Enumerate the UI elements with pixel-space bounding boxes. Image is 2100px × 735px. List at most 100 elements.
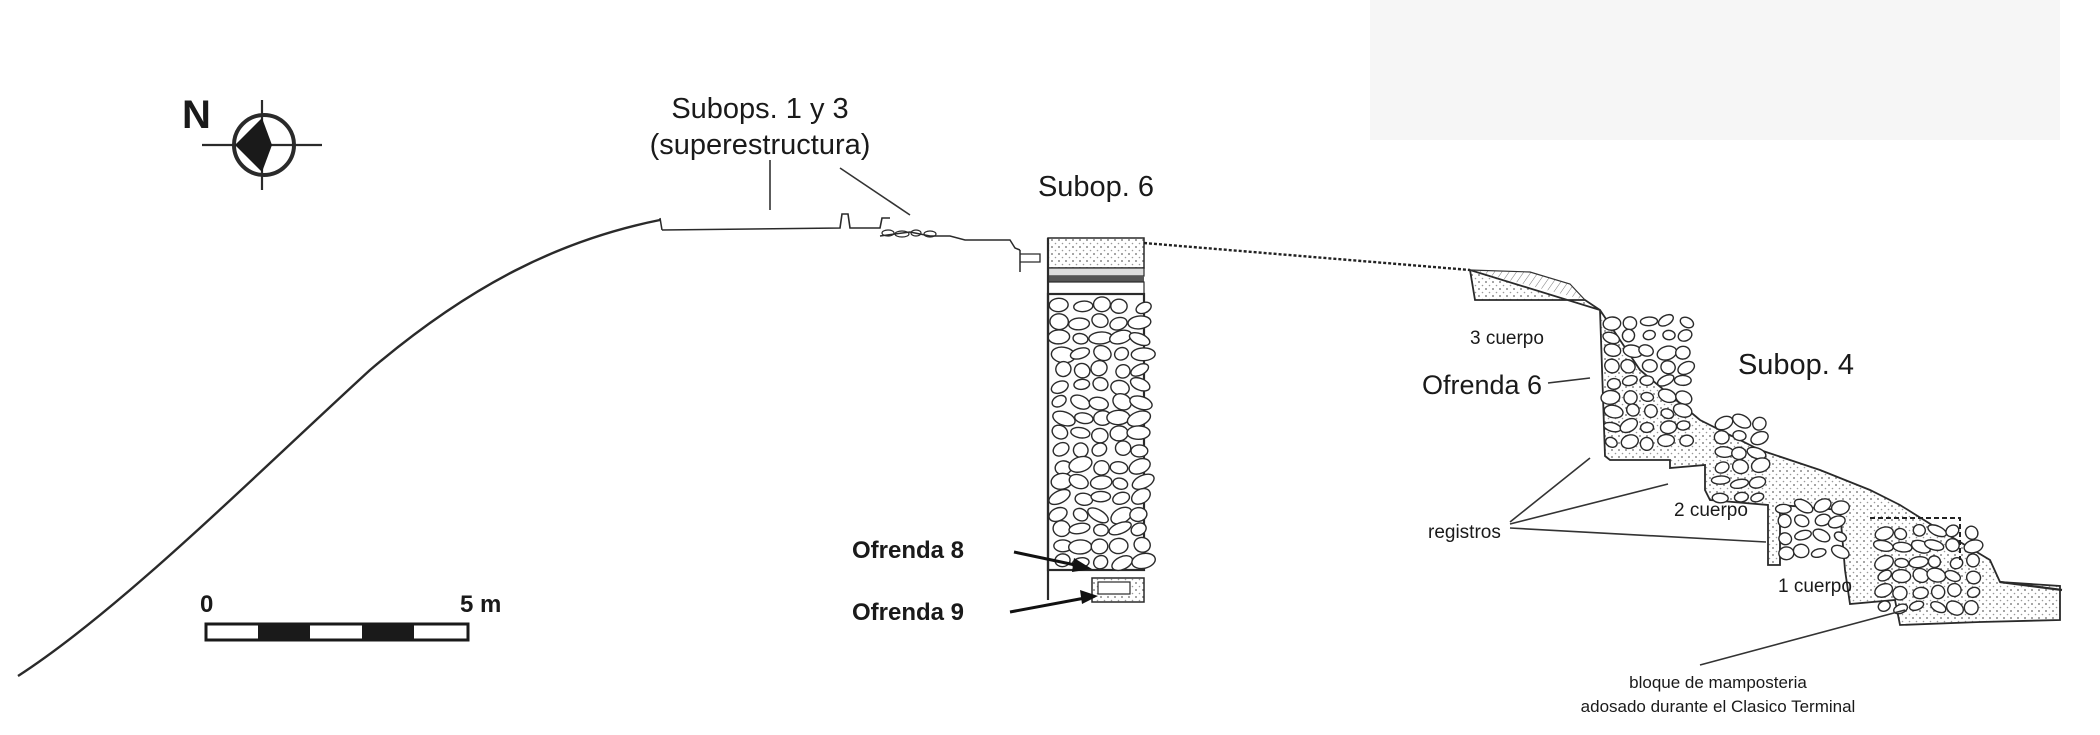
- arrow-ofrenda-9: [1009, 590, 1098, 614]
- stone: [1130, 363, 1150, 377]
- leader-registros-2: [1509, 483, 1669, 525]
- stone: [1047, 329, 1071, 345]
- stone: [1966, 586, 1981, 599]
- stone: [1051, 394, 1067, 408]
- stone: [1963, 599, 1979, 616]
- stone: [1750, 492, 1765, 503]
- stone: [1713, 430, 1730, 445]
- stone: [1602, 331, 1621, 345]
- stone: [1090, 490, 1112, 503]
- subop-4-trench: [1468, 268, 2063, 626]
- stone: [1620, 434, 1639, 450]
- stone: [1965, 570, 1982, 585]
- stone: [1048, 297, 1069, 313]
- stone: [1128, 457, 1151, 475]
- label-subop-4: Subop. 4: [1738, 349, 1854, 381]
- stone: [1672, 403, 1693, 418]
- stone: [1126, 425, 1151, 441]
- stone: [1115, 363, 1131, 379]
- stone: [1874, 526, 1894, 541]
- label-ofrenda-8: Ofrenda 8: [852, 537, 964, 564]
- stone: [1068, 522, 1091, 535]
- stone: [1606, 377, 1622, 391]
- stone: [1090, 359, 1108, 377]
- stone: [1679, 316, 1695, 329]
- stone: [1930, 600, 1947, 614]
- stone: [1892, 541, 1913, 553]
- stone: [1750, 430, 1769, 446]
- subop-6-layer-3: [1047, 281, 1145, 295]
- leader-ofrenda-6: [1547, 377, 1591, 384]
- stone: [1113, 346, 1130, 361]
- stone: [1679, 434, 1695, 447]
- label-registros: registros: [1428, 522, 1501, 543]
- stone: [1130, 347, 1156, 362]
- superstructure-rubble: [879, 229, 1041, 272]
- stone: [1129, 395, 1153, 411]
- stone: [1604, 358, 1620, 374]
- stone: [1814, 513, 1832, 527]
- stone: [1073, 300, 1094, 313]
- stone: [1070, 426, 1091, 439]
- stone: [1072, 507, 1089, 522]
- stone: [1894, 557, 1910, 569]
- stone: [1072, 332, 1089, 345]
- stone: [1778, 546, 1795, 561]
- stone: [1087, 507, 1109, 524]
- stone: [1731, 413, 1752, 429]
- stone: [1750, 457, 1771, 474]
- north-arrow-circle: [232, 113, 296, 177]
- stone: [1656, 345, 1678, 361]
- stone: [1893, 527, 1908, 541]
- paper-patch: [1370, 0, 2060, 140]
- stone: [1108, 537, 1129, 555]
- stone: [1656, 374, 1675, 387]
- label-bloque-line2: adosado durante el Clasico Terminal: [1581, 697, 1856, 716]
- stone: [1944, 569, 1962, 583]
- stone: [1777, 513, 1792, 529]
- stone: [1927, 555, 1942, 569]
- stone: [1133, 536, 1151, 553]
- stone: [1947, 582, 1962, 598]
- stone: [1912, 523, 1926, 537]
- stone: [1052, 410, 1076, 427]
- leader-bloque: [1699, 609, 1906, 666]
- stone: [1106, 409, 1131, 426]
- stone: [1600, 389, 1621, 406]
- stone: [1067, 539, 1093, 555]
- stone: [1603, 404, 1624, 419]
- stone: [1729, 478, 1750, 490]
- stone: [1623, 390, 1638, 405]
- label-cuerpo-2: 2 cuerpo: [1674, 500, 1748, 521]
- subop-6-layer-1: [1047, 267, 1145, 277]
- stone: [1135, 301, 1152, 315]
- stone: [1109, 316, 1128, 331]
- stone: [1091, 313, 1109, 329]
- stone: [1657, 433, 1676, 448]
- scale-bar: 0 5 m: [200, 591, 501, 642]
- stone: [1830, 500, 1850, 516]
- stone: [1603, 343, 1622, 358]
- stone: [1128, 331, 1151, 347]
- stone: [1070, 394, 1091, 410]
- stone: [1639, 421, 1655, 434]
- scale-bar-frame: [204, 622, 470, 642]
- scale-end-label: 5 m: [460, 591, 501, 618]
- leader-subops-1-3-b: [839, 167, 911, 216]
- stone: [1714, 446, 1735, 459]
- stone: [1830, 544, 1850, 560]
- stone: [1733, 491, 1749, 503]
- stone: [1622, 316, 1638, 331]
- stone: [1069, 347, 1091, 360]
- stone: [1055, 360, 1072, 378]
- stone: [1945, 538, 1960, 553]
- stone: [1088, 396, 1109, 411]
- stone: [1792, 543, 1810, 559]
- subop-4-stones: [1600, 313, 1984, 616]
- stone: [1114, 440, 1132, 457]
- stone: [1130, 444, 1149, 458]
- stone: [1112, 392, 1132, 411]
- stone: [1130, 522, 1147, 537]
- stone: [1620, 358, 1636, 374]
